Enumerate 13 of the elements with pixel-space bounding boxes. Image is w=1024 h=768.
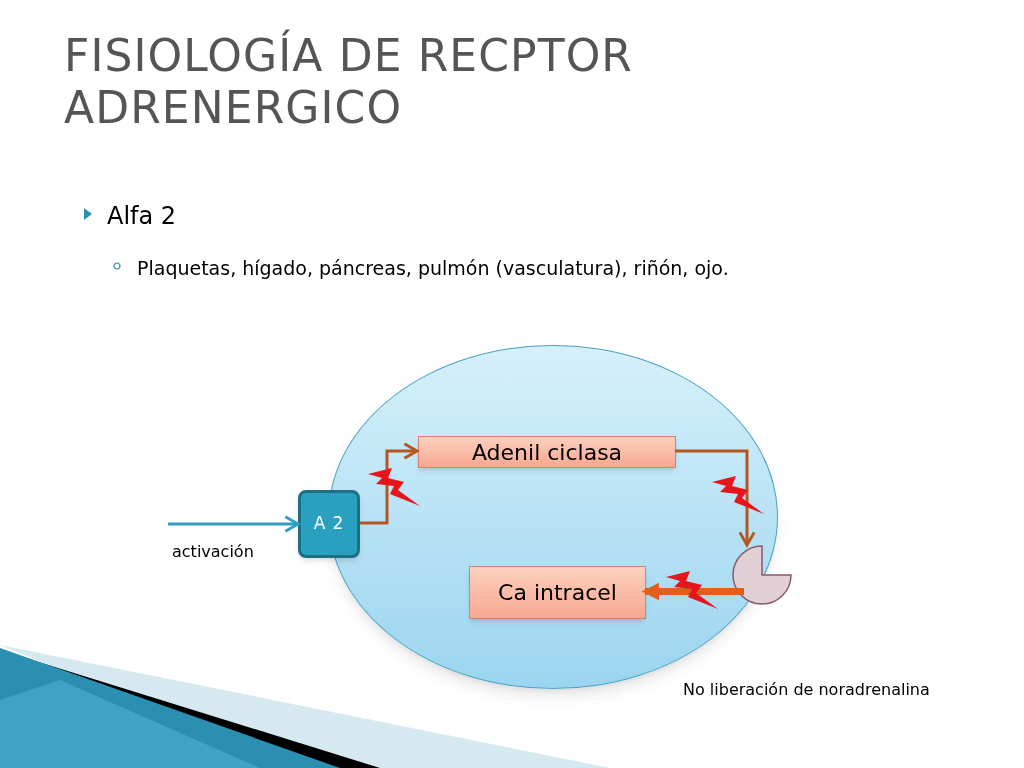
process-box: Ca intracel <box>469 566 646 619</box>
edge-label: activación <box>172 541 254 563</box>
slide-title: FISIOLOGÍA DE RECPTOR ADRENERGICO <box>64 30 635 134</box>
process-box: Adenil ciclasa <box>418 436 676 468</box>
sub-bullet-text: Plaquetas, hígado, páncreas, pulmón (vasculatura), riñón, ojo. <box>137 256 729 281</box>
inhibited-arrow <box>360 442 420 525</box>
bullet-text: Alfa 2 <box>107 201 177 232</box>
receptor-box: A 2 <box>298 490 360 558</box>
arrow <box>168 515 300 533</box>
receptor-pie-shape <box>732 545 792 605</box>
note-text: No liberación de noradrenalina <box>683 679 930 701</box>
inhibited-arrow <box>675 449 764 547</box>
inhibited-arrow <box>641 571 744 609</box>
